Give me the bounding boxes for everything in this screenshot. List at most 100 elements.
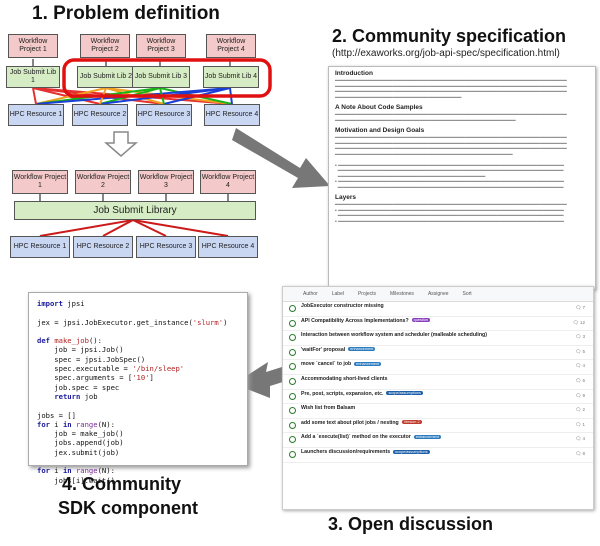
solution-workflow-2: Workflow Project 2: [75, 170, 131, 194]
issue-row[interactable]: JobExecutor constructor missing 🗨 7: [283, 302, 593, 317]
issue-label[interactable]: Version 2: [401, 420, 422, 425]
spec-section-title: Layers: [335, 194, 356, 201]
issue-row[interactable]: Pre, post, scripts, expansion, etc.scope…: [283, 390, 593, 405]
open-issue-icon: [289, 450, 296, 458]
solution-hpc-2: HPC Resource 2: [73, 236, 133, 258]
issue-title[interactable]: add some text about pilot jobs / nesting…: [301, 419, 422, 426]
issue-title[interactable]: JobExecutor constructor missing: [301, 303, 384, 309]
problem-hpc-2: HPC Resource 2: [72, 104, 128, 126]
issue-title[interactable]: Pre, post, scripts, expansion, etc.scope…: [301, 390, 423, 397]
solution-library: Job Submit Library: [14, 201, 256, 220]
step2-heading: 2. Community specification: [332, 26, 567, 46]
solution-workflow-1: Workflow Project 1: [12, 170, 68, 194]
spec-section-title: Introduction: [335, 70, 373, 77]
code-line: return job: [54, 391, 98, 401]
issue-title[interactable]: Interaction between workflow system and …: [301, 332, 487, 339]
code-line: import jpsi: [37, 299, 85, 308]
issue-label[interactable]: question: [411, 318, 430, 323]
comment-count: 🗨 4: [575, 363, 585, 369]
filter-assignee[interactable]: Assignee: [427, 291, 449, 297]
code-line: jobs = []: [37, 410, 76, 420]
open-issue-icon: [289, 363, 296, 371]
open-issue-icon: [289, 421, 296, 429]
spec-section-title: A Note About Code Samples: [335, 104, 423, 111]
issue-label[interactable]: enhancement: [348, 347, 376, 352]
step3-heading: 3. Open discussion: [328, 514, 494, 534]
issue-label[interactable]: scope/assumptions: [393, 449, 430, 454]
open-issue-icon: [289, 334, 296, 342]
code-line: jex = jpsi.JobExecutor.get_instance('slu…: [37, 317, 228, 327]
code-line: for i in range(N):: [37, 419, 115, 429]
issue-row[interactable]: Add a `execute(list)` method on the exec…: [283, 433, 593, 448]
code-line: jex.submit(job): [37, 447, 120, 457]
open-issue-icon: [289, 407, 296, 415]
issue-filter-bar: Author Label Projects Milestones Assigne…: [283, 287, 593, 302]
comment-count: 🗨 8: [575, 450, 585, 456]
issue-row[interactable]: Accommodating short-lived clients 🗨 6: [283, 375, 593, 390]
code-line: for i in range(N):: [37, 466, 115, 476]
filter-label[interactable]: Label: [331, 291, 344, 297]
issue-label[interactable]: scope/assumptions: [386, 391, 423, 396]
open-issue-icon: [289, 319, 296, 327]
filter-sort[interactable]: Sort: [462, 291, 472, 297]
comment-count: 🗨 6: [575, 377, 585, 383]
code-line: spec.executable = '/bin/sleep': [37, 364, 185, 374]
code-line: jobs[i].wait(): [37, 475, 115, 485]
code-line: [37, 308, 239, 317]
solution-hpc-3: HPC Resource 3: [136, 236, 196, 258]
solution-hpc-4: HPC Resource 4: [198, 236, 258, 258]
arrow-1-to-2: [232, 128, 330, 188]
issue-row[interactable]: Interaction between workflow system and …: [283, 331, 593, 346]
problem-workflow-2: Workflow Project 2: [80, 34, 130, 58]
solution-workflow-4: Workflow Project 4: [200, 170, 256, 194]
issue-row[interactable]: API Compatibility Across Implementations…: [283, 317, 593, 332]
issue-label[interactable]: enhancement: [413, 434, 441, 439]
comment-count: 🗨 5: [575, 348, 585, 354]
problem-hpc-3: HPC Resource 3: [136, 104, 192, 126]
code-line: job = make_job(): [37, 429, 124, 439]
issue-title[interactable]: Add a `execute(list)` method on the exec…: [301, 434, 441, 441]
code-line: jobs.append(job): [37, 438, 124, 448]
open-issue-icon: [289, 305, 296, 312]
comment-count: 🗨 7: [575, 305, 585, 310]
problem-lib-4: Job Submit Lib 4: [203, 66, 259, 88]
code-line: spec.arguments = ['10']: [37, 373, 154, 383]
comment-count: 🗨 1: [575, 421, 585, 427]
open-issue-icon: [289, 392, 296, 400]
step1-heading: 1. Problem definition: [32, 3, 220, 24]
problem-hpc-4: HPC Resource 4: [204, 104, 260, 126]
solution-hpc-1: HPC Resource 1: [10, 236, 70, 258]
problem-lib-3: Job Submit Lib 3: [132, 66, 190, 88]
issue-label[interactable]: enhancement: [354, 362, 382, 366]
problem-hpc-1: HPC Resource 1: [8, 104, 64, 126]
problem-workflow-3: Workflow Project 3: [136, 34, 186, 58]
issue-title[interactable]: Accommodating short-lived clients: [301, 375, 388, 382]
problem-lib-1: Job Submit Lib 1: [6, 66, 60, 88]
code-line: job.spec = spec: [37, 382, 120, 392]
issue-title[interactable]: Wish list from Balsam: [301, 405, 356, 412]
open-issue-icon: [289, 436, 296, 444]
spec-document: Introduction ━━━━━━━━━━━━━━━━━━━━━━━━━━━…: [328, 66, 596, 290]
comment-count: 🗨 3: [575, 334, 585, 340]
issue-title[interactable]: API Compatibility Across Implementations…: [301, 317, 430, 324]
code-line: job = jpsi.Job(): [37, 345, 124, 355]
filter-projects[interactable]: Projects: [357, 291, 377, 297]
issue-row[interactable]: Wish list from Balsam 🗨 2: [283, 404, 593, 419]
comment-count: 🗨 9: [575, 392, 585, 398]
filter-author[interactable]: Author: [303, 291, 318, 297]
comment-count: 🗨 12: [573, 319, 585, 325]
open-issue-icon: [289, 348, 296, 356]
spec-section-title: Motivation and Design Goals: [335, 127, 425, 134]
comment-count: 🗨 4: [575, 436, 585, 442]
comment-count: 🗨 2: [575, 407, 585, 413]
filter-milestones[interactable]: Milestones: [390, 291, 414, 297]
issue-row[interactable]: add some text about pilot jobs / nesting…: [283, 419, 593, 434]
step4-heading-line1: 4. Community: [62, 474, 182, 494]
spec-url: (http://exaworks.org/job-api-spec/specif…: [332, 48, 560, 59]
